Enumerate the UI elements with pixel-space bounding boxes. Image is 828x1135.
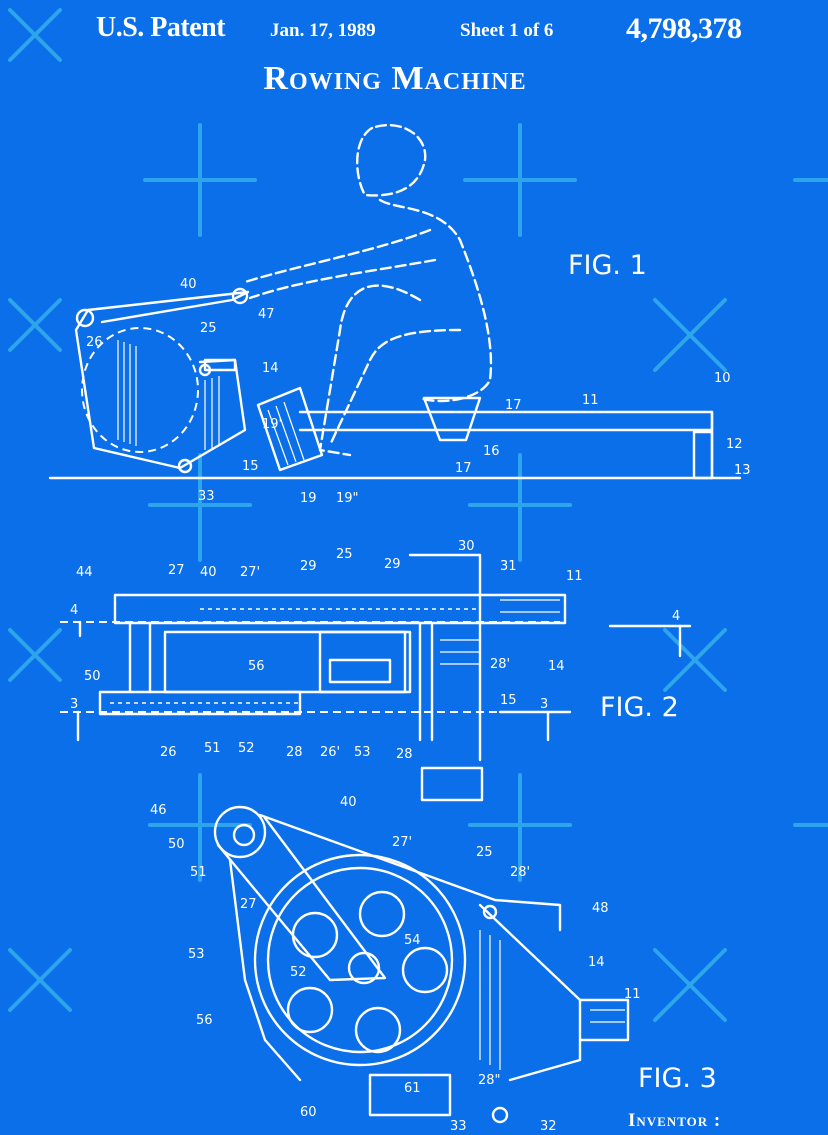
patent-number: 4,798,378 (626, 12, 742, 45)
ref-numeral: 40 (200, 565, 217, 580)
ref-numeral: 27' (240, 565, 260, 580)
ref-numeral: 28" (478, 1073, 501, 1088)
patent-label: U.S. Patent (96, 12, 226, 43)
ref-numeral: 17 (455, 461, 472, 476)
ref-numeral: 61 (404, 1081, 421, 1096)
ref-numeral: 19' (262, 417, 282, 432)
ref-numeral: 33 (198, 489, 215, 504)
ref-numeral: 46 (150, 803, 167, 818)
ref-numeral: 14 (262, 361, 279, 376)
reference-numerals: 40 47 25 26 14 19' 10 11 17 16 17 12 13 … (70, 277, 751, 1134)
ref-numeral: 48 (592, 901, 609, 916)
ref-numeral: 30 (458, 539, 475, 554)
ref-numeral: 4 (672, 609, 680, 624)
ref-numeral: 40 (180, 277, 197, 292)
ref-numeral: 60 (300, 1105, 317, 1120)
patent-date: Jan. 17, 1989 (270, 20, 376, 41)
ref-numeral: 51 (190, 865, 207, 880)
ref-numeral: 29 (300, 559, 317, 574)
ref-numeral: 13 (734, 463, 751, 478)
ref-numeral: 52 (238, 741, 255, 756)
ref-numeral: 15 (500, 693, 517, 708)
ref-numeral: 26 (160, 745, 177, 760)
ref-numeral: 10 (714, 371, 731, 386)
ref-numeral: 25 (476, 845, 493, 860)
ref-numeral: 11 (582, 393, 599, 408)
ref-numeral: 25 (200, 321, 217, 336)
ref-numeral: 40 (340, 795, 357, 810)
ref-numeral: 26 (86, 335, 103, 350)
ref-numeral: 11 (624, 987, 641, 1002)
ref-numeral: 51 (204, 741, 221, 756)
ref-numeral: 52 (290, 965, 307, 980)
ref-numeral: 19" (336, 491, 359, 506)
ref-numeral: 50 (84, 669, 101, 684)
ref-numeral: 56 (196, 1013, 213, 1028)
ref-numeral: 27 (240, 897, 257, 912)
ref-numeral: 19 (300, 491, 317, 506)
ref-numeral: 28' (510, 865, 530, 880)
ref-numeral: 4 (70, 603, 78, 618)
ref-numeral: 29 (384, 557, 401, 572)
ref-numeral: 12 (726, 437, 743, 452)
ref-numeral: 53 (354, 745, 371, 760)
ref-numeral: 28' (490, 657, 510, 672)
ref-numeral: 17 (505, 398, 522, 413)
ref-numeral: 26' (320, 745, 340, 760)
figure-2-label: FIG. 2 (600, 692, 679, 723)
inventor-label: Inventor : (628, 1110, 722, 1131)
figure-3-label: FIG. 3 (638, 1063, 717, 1094)
ref-numeral: 11 (566, 569, 583, 584)
ref-numeral: 47 (258, 307, 275, 322)
figure-1-label: FIG. 1 (568, 250, 647, 281)
ref-numeral: 14 (548, 659, 565, 674)
figure-3-drawing (213, 805, 630, 1124)
ref-numeral: 3 (70, 697, 78, 712)
ref-numeral: 56 (248, 659, 265, 674)
ref-numeral: 53 (188, 947, 205, 962)
ref-numeral: 50 (168, 837, 185, 852)
figure-1-drawing (48, 123, 742, 480)
ref-numeral: 32 (540, 1119, 557, 1134)
ref-numeral: 28 (396, 747, 413, 762)
patent-title: Rowing Machine (263, 60, 527, 97)
ref-numeral: 31 (500, 559, 517, 574)
ref-numeral: 14 (588, 955, 605, 970)
ref-numeral: 28 (286, 745, 303, 760)
figure-2-drawing (60, 553, 692, 802)
ref-numeral: 44 (76, 565, 93, 580)
ref-numeral: 3 (540, 697, 548, 712)
sheet-number: Sheet 1 of 6 (460, 20, 554, 41)
ref-numeral: 16 (483, 444, 500, 459)
watermark-pattern (8, 8, 828, 1022)
ref-numeral: 33 (450, 1119, 467, 1134)
ref-numeral: 54 (404, 933, 421, 948)
ref-numeral: 27' (392, 835, 412, 850)
ref-numeral: 27 (168, 563, 185, 578)
ref-numeral: 15 (242, 459, 259, 474)
ref-numeral: 25 (336, 547, 353, 562)
